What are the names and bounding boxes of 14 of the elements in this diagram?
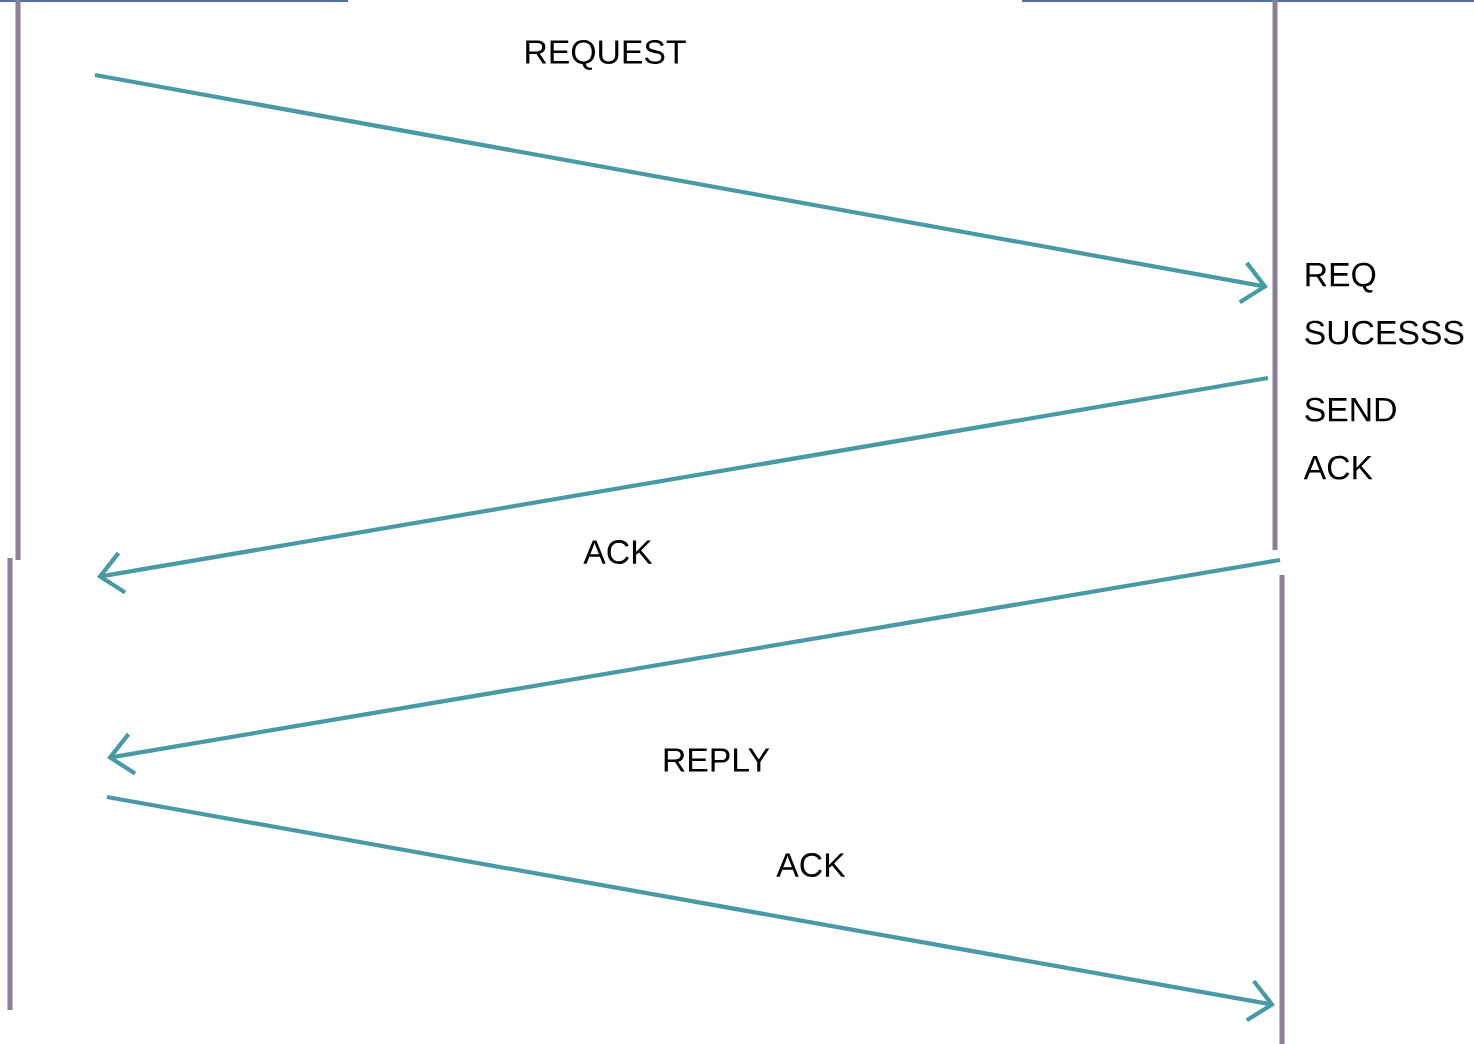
arrow — [106, 794, 1275, 1023]
lifeline — [1279, 575, 1285, 1044]
arrow — [97, 375, 1269, 595]
lifeline — [1272, 0, 1278, 550]
lifeline — [15, 0, 21, 560]
edge-label: REPLY — [658, 744, 774, 776]
edge-label: ACK — [579, 536, 657, 568]
edge-label: ACK — [772, 849, 850, 881]
lifeline — [7, 558, 13, 1010]
arrow — [94, 72, 1268, 304]
arrow — [107, 557, 1281, 776]
edge-label: REQUEST — [519, 36, 691, 74]
state-note: SEND ACK — [1303, 397, 1396, 480]
state-note: REQ SUCESSS — [1305, 262, 1464, 345]
